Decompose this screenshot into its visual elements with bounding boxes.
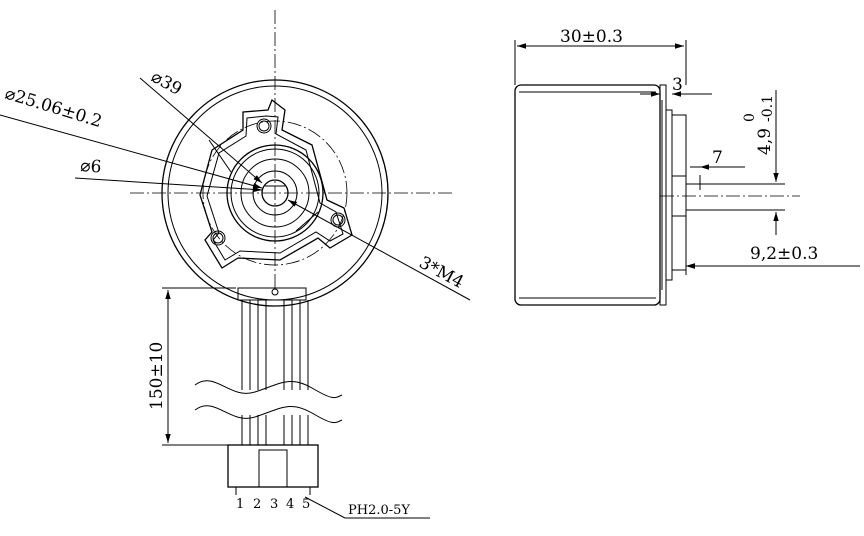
flat-length-label: 7 xyxy=(712,148,723,168)
flat-depth-lower-tol: -0.1 xyxy=(760,95,776,122)
leader-shaft-diameter xyxy=(74,177,263,193)
hub-circle xyxy=(230,148,320,238)
pin-label: 1 xyxy=(236,497,244,512)
mount-hole-inner xyxy=(332,214,344,226)
outer-body-circle xyxy=(161,79,389,307)
lead-wires xyxy=(194,300,343,445)
mount-holes-label: 3*M4 xyxy=(416,253,467,293)
shaft-diameter-label: ⌀6 xyxy=(80,156,102,177)
flange-boss xyxy=(665,109,673,281)
flat-depth-upper-tol: 0 xyxy=(742,113,758,122)
lead-outlet-screw xyxy=(271,288,279,296)
bearing-circle xyxy=(252,170,298,216)
hub-hatch xyxy=(295,211,319,232)
flat-depth-base-label: 4,9 xyxy=(755,128,775,155)
shaft-circle xyxy=(261,179,289,207)
hub-hatch xyxy=(208,139,232,173)
body-length-label: 30±0.3 xyxy=(560,27,623,47)
break-line xyxy=(194,405,343,424)
leader-mount-holes xyxy=(287,199,471,301)
shaft-length-label: 9,2±0.3 xyxy=(750,244,818,264)
lead-length-label: 150±10 xyxy=(147,342,167,410)
connector-label: PH2.0-5Y xyxy=(348,503,410,518)
pin-label: 2 xyxy=(253,497,261,512)
mount-hole xyxy=(210,230,226,246)
front-view: ⌀39 ⌀25.06±0.2 ⌀6 3*M4 xyxy=(0,10,471,519)
mount-bolt-circle xyxy=(202,120,348,266)
pin-label: 4 xyxy=(286,497,294,512)
mount-hole xyxy=(256,118,272,134)
motor-body xyxy=(514,84,661,306)
flange xyxy=(659,84,667,306)
hub-boss-circle xyxy=(240,158,310,228)
hub xyxy=(671,114,687,271)
connector xyxy=(227,444,319,495)
mount-hole-inner xyxy=(258,120,270,132)
mount-diameter-label: ⌀25.06±0.2 xyxy=(3,84,105,132)
flange-thickness-label: 3 xyxy=(672,75,683,95)
mount-flange-inner xyxy=(206,115,344,261)
pin-label: 3 xyxy=(270,497,278,512)
mount-flange xyxy=(199,98,353,269)
pin-label: 5 xyxy=(302,497,310,512)
leader-outer-diameter xyxy=(139,77,263,184)
connector-leader xyxy=(304,496,346,519)
hub-outer-circle xyxy=(226,144,324,242)
leader-mount-diameter xyxy=(0,114,263,189)
mount-hole-inner xyxy=(212,232,224,244)
break-line xyxy=(194,380,343,399)
lead-outlet xyxy=(237,287,307,301)
side-view: 30±0.3 3 7 4,9 0 -0.1 9,2±0.3 xyxy=(514,27,860,306)
outer-diameter-label: ⌀39 xyxy=(148,67,186,100)
